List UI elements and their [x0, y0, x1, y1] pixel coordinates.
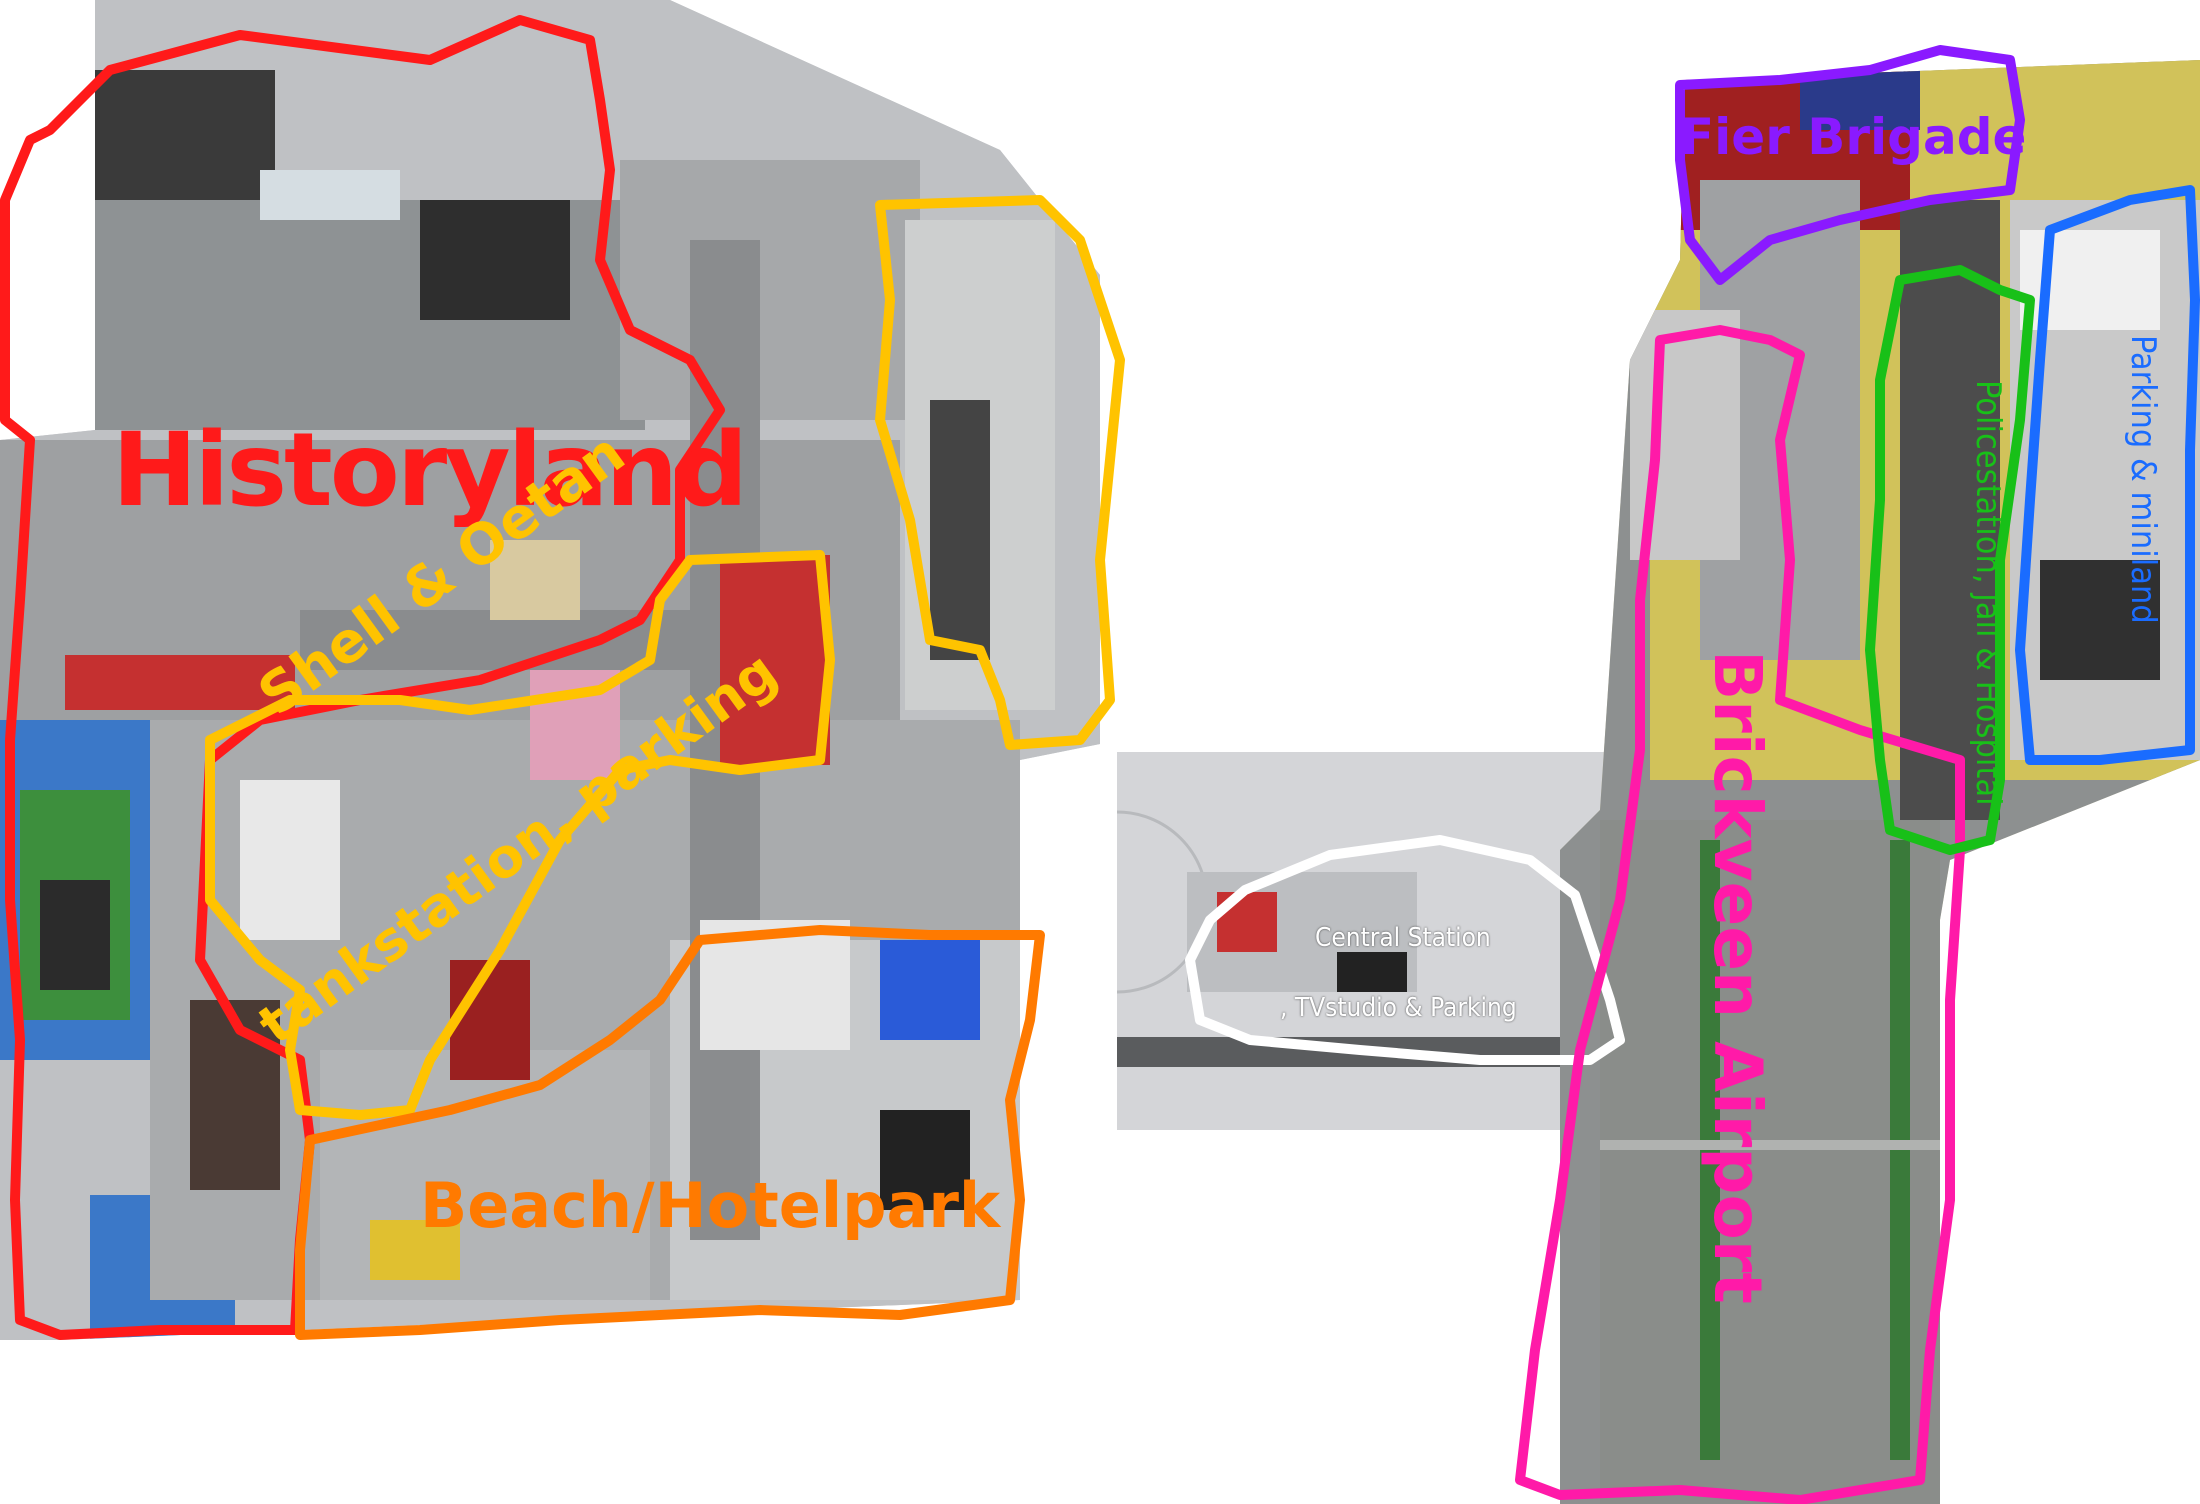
shell-outline[interactable] — [205, 550, 835, 1120]
beach-label: Beach/Hotelpark — [420, 1169, 1001, 1242]
fire-outline[interactable] — [1675, 45, 2025, 285]
parking-outline[interactable] — [2015, 185, 2200, 765]
historyland-outline[interactable] — [0, 15, 725, 1340]
beach-outline[interactable] — [295, 925, 1045, 1340]
shell-outline-east — [875, 195, 1125, 750]
fire-label: Fier Brigade — [1680, 108, 2027, 166]
airport-label: Brickveen Airport — [1699, 650, 1776, 1304]
historyland-label: Historyland — [112, 411, 748, 530]
city-layout-photo-left — [0, 0, 1100, 1340]
central-outline[interactable] — [1185, 835, 1625, 1065]
parking-label: Parking & miniland — [2123, 335, 2163, 624]
hospital-label: Policestation, jail & Hospital — [1968, 380, 2008, 806]
airport-outline[interactable] — [1515, 325, 1965, 1504]
central-label-line1: Central Station — [1315, 923, 1491, 953]
central-label-line2: , TVstudio & Parking — [1280, 993, 1517, 1023]
hospital-outline[interactable] — [1865, 265, 2035, 855]
